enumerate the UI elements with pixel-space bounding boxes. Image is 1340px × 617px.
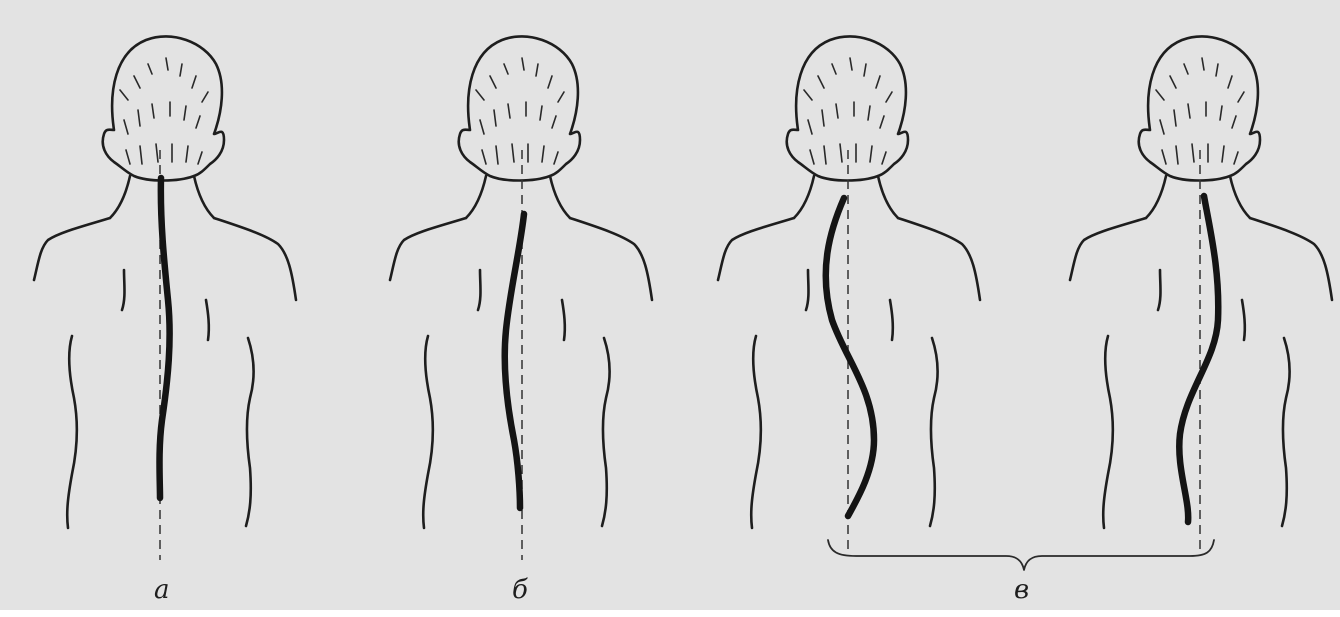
spine-v2 xyxy=(1179,196,1218,522)
figure-b: б xyxy=(390,36,652,605)
torso-outline-b xyxy=(390,36,652,528)
label-v: в xyxy=(1014,575,1029,605)
torso-outline-v2 xyxy=(1070,36,1332,528)
figure-v1 xyxy=(718,36,980,550)
spine-v1 xyxy=(826,198,874,516)
label-a: а xyxy=(154,575,170,605)
label-b: б xyxy=(512,575,528,605)
figure-v2 xyxy=(1070,36,1332,550)
torso-outline-v1 xyxy=(718,36,980,528)
group-brace-v xyxy=(828,540,1214,570)
spine-a xyxy=(160,178,170,498)
spine-b xyxy=(505,214,524,508)
figure-a: а xyxy=(34,36,296,605)
